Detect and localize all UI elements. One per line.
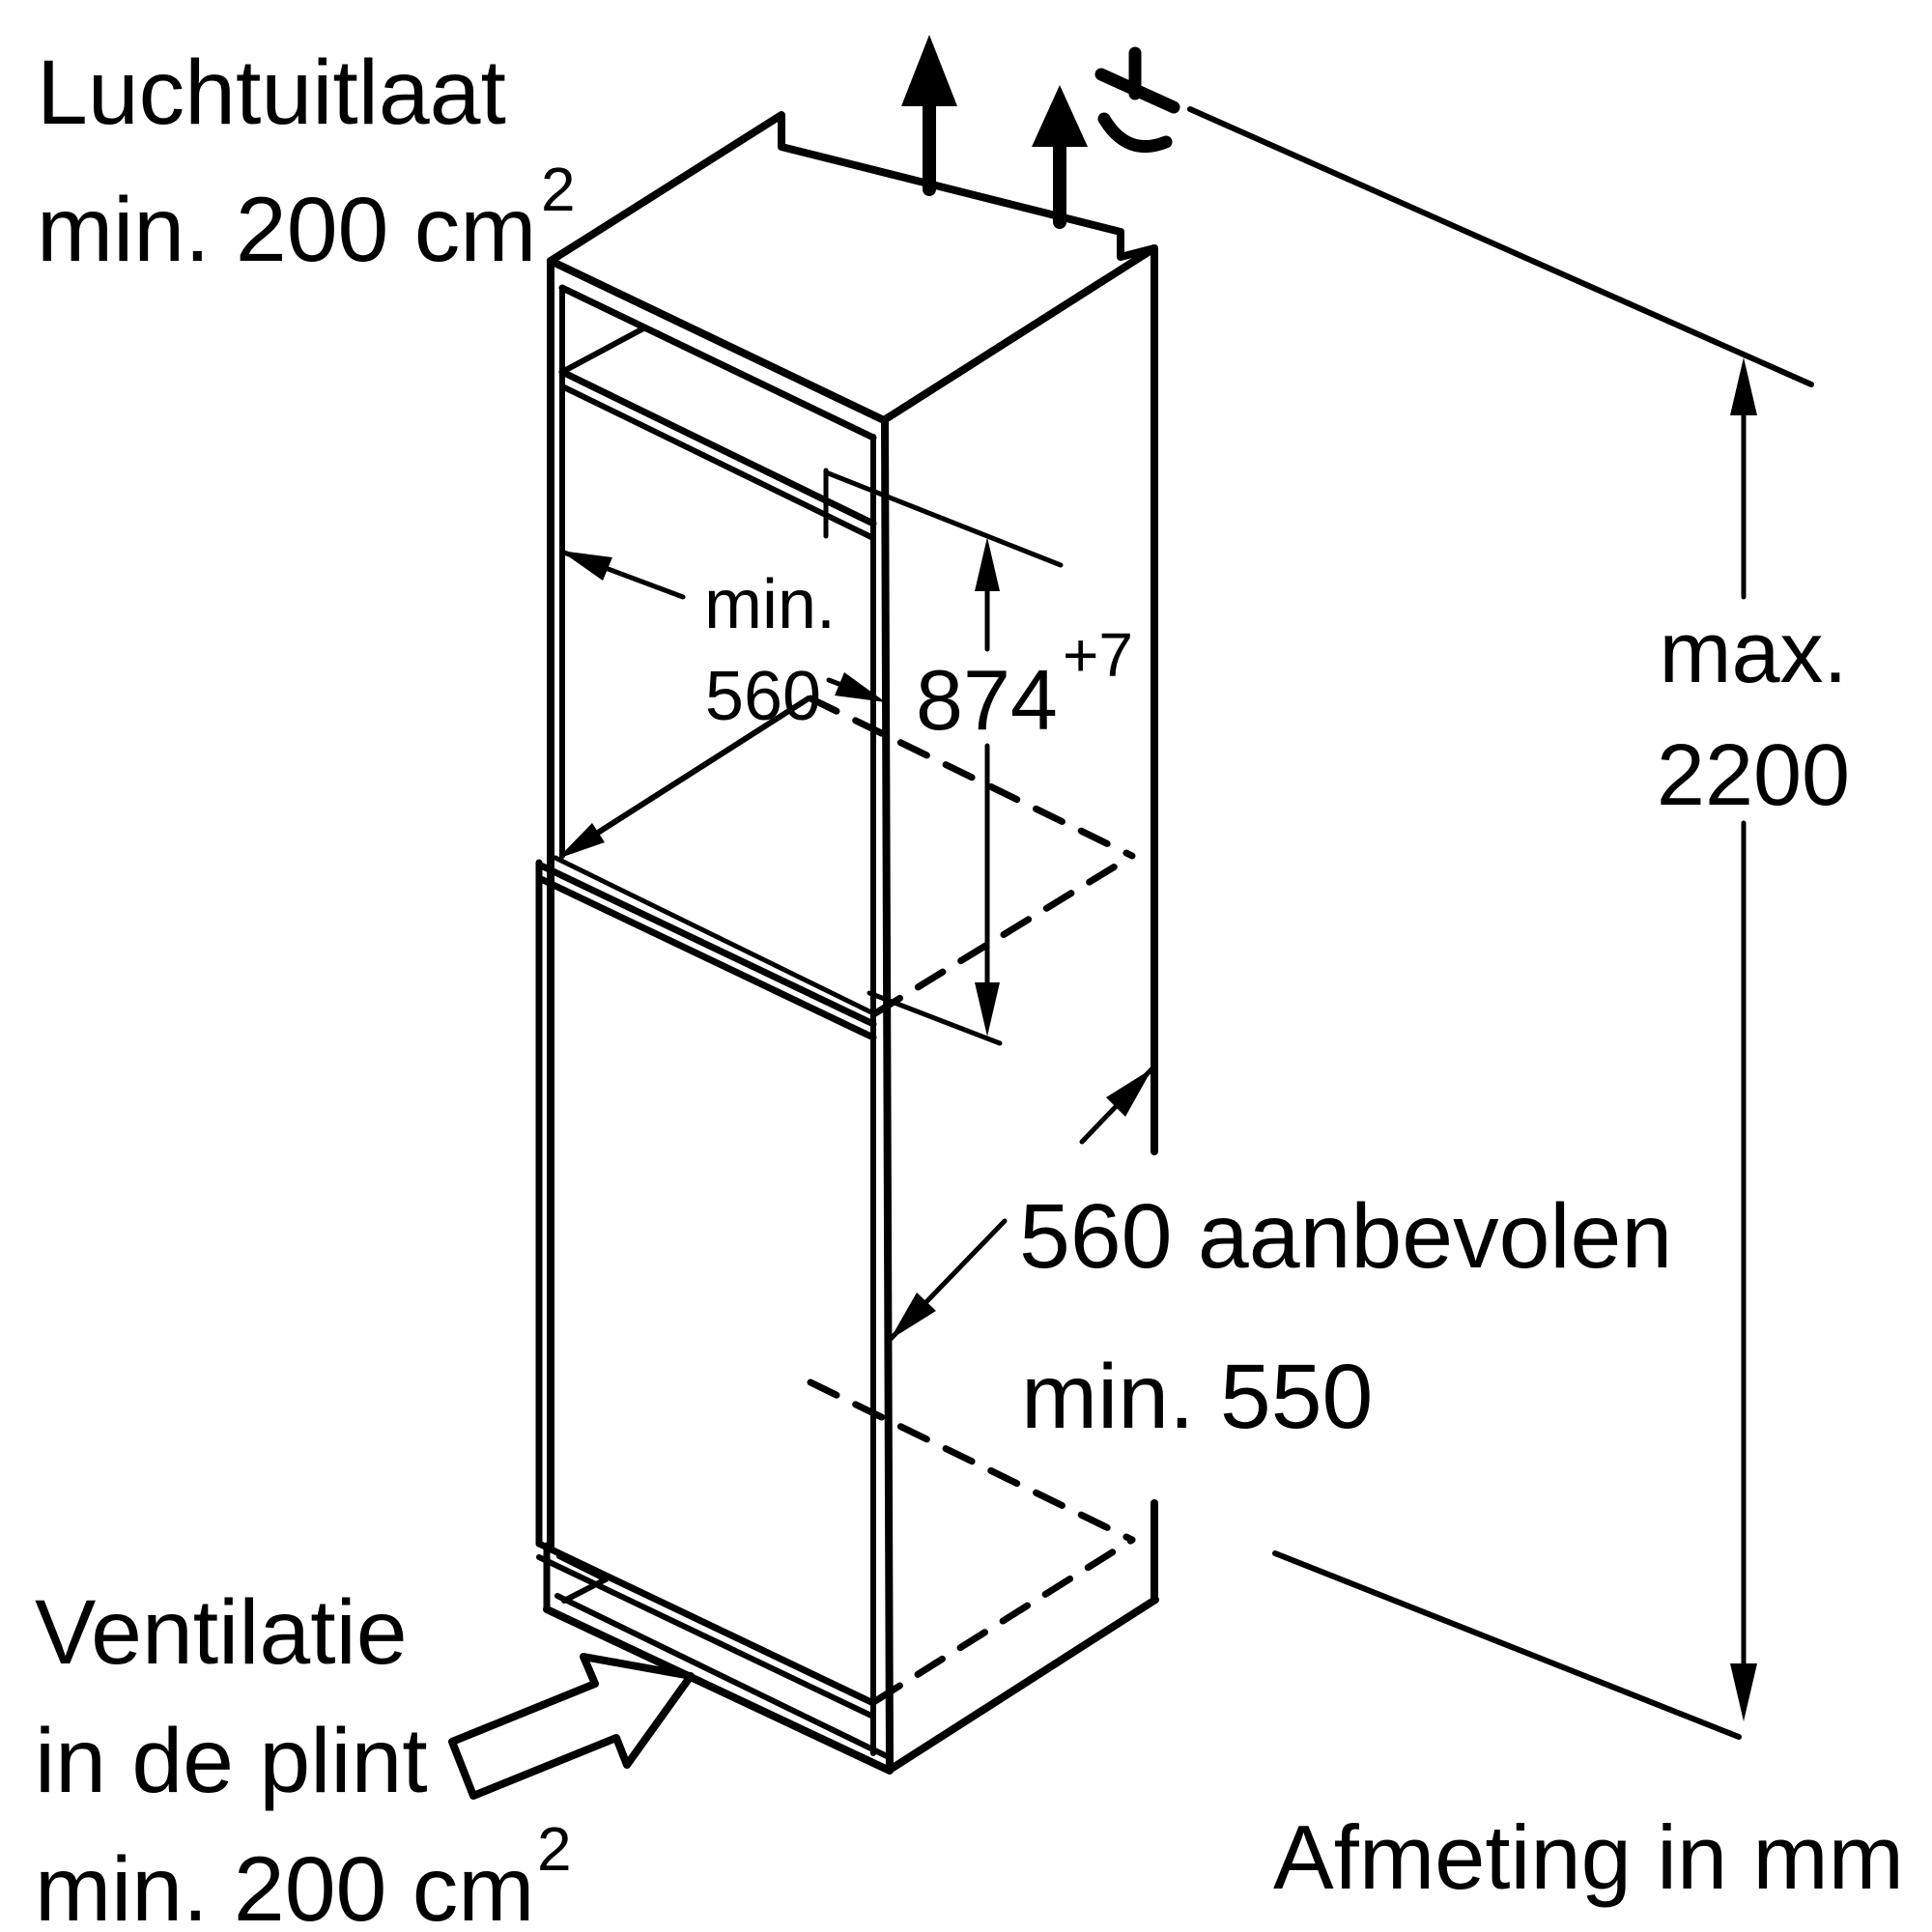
plinth-vent-label: Ventilatie in de plint min. 200 cm 2 — [35, 1581, 572, 1932]
door-top-edge — [535, 861, 877, 1028]
niche-height-value: 874 — [916, 652, 1058, 748]
cabinet-frontright-outer-edge — [881, 418, 894, 1772]
airflow-up-arrow-icon-left — [901, 35, 957, 196]
niche-width-right-arrowhead — [835, 672, 886, 702]
plinth-recess-left-wall-b — [561, 1577, 609, 1604]
dimension-depth: 560 aanbevolen min. 550 — [887, 1065, 1672, 1448]
niche-height-up-arrowhead — [975, 537, 1000, 591]
niche-width-left-arrowhead — [560, 551, 612, 581]
air-outlet-label: Luchtuitlaat min. 200 cm 2 — [37, 42, 576, 281]
plinth-airflow-arrow-icon — [448, 1653, 695, 1800]
dimension-max-height: max. 2200 — [1657, 357, 1850, 1721]
cabinet-side-bottom-edge — [886, 1596, 1159, 1774]
niche-floor-edge-arrowhead — [557, 823, 605, 859]
cabinet-front-top-edge — [547, 257, 888, 424]
cabinet-top-face — [547, 111, 1158, 265]
ceiling-reference-line — [1187, 106, 1814, 387]
plinth-inner-bottom-edge — [554, 1593, 892, 1760]
niche-floor-back-edge-dashed — [807, 695, 1136, 860]
hidden-edges — [807, 695, 1136, 1705]
niche-floor-front-edge — [553, 855, 876, 1016]
max-height-label-line2: 2200 — [1657, 727, 1850, 824]
dimension-niche-width: min. 560 — [560, 550, 886, 735]
depth-label-line2: min. 550 — [1021, 1346, 1373, 1448]
niche-height-down-arrowhead — [975, 982, 1000, 1037]
depth-back-arrowhead — [1106, 1068, 1152, 1117]
plinth-vent-line3: min. 200 cm — [35, 1838, 534, 1932]
plinth-vent-line2: in de plint — [35, 1710, 428, 1812]
niche-height-tolerance: +7 — [1063, 620, 1133, 690]
niche-width-label-line1: min. — [704, 566, 836, 643]
top-vent-slot-left-wall — [559, 325, 648, 375]
top-vent-slot-bottom-edge2 — [559, 384, 876, 541]
top-vent-band-inner-edge — [558, 284, 877, 441]
base-floor-back-edge-dashed — [807, 1378, 1136, 1544]
max-height-down-arrowhead — [1730, 1663, 1757, 1721]
cabinet-carcass — [547, 111, 1159, 1774]
base-floor-right-edge-dashed — [871, 1536, 1136, 1705]
niche-floor-extension-line — [867, 990, 1003, 1046]
niche-ceiling-extension-line — [823, 469, 1064, 568]
max-height-label-line1: max. — [1659, 605, 1847, 701]
niche-floor-left-edge — [577, 696, 811, 847]
cut-symbol-icon — [1094, 46, 1180, 154]
plinth-vent-superscript: 2 — [537, 1814, 572, 1884]
air-outlet-superscript: 2 — [541, 155, 576, 224]
units-note: Afmeting in mm — [1273, 1806, 1904, 1908]
depth-front-arrowhead — [890, 1293, 936, 1340]
cabinet-side-top-edge — [880, 244, 1158, 424]
plinth-recess-left-wall-a — [556, 1553, 609, 1582]
plinth-outer-bottom-edge — [543, 1605, 894, 1775]
door-top-edge-inner — [535, 874, 877, 1041]
depth-label-line1: 560 aanbevolen — [1019, 1185, 1672, 1288]
door-bottom-edge — [535, 1540, 877, 1707]
niche-width-label-line2: 560 — [705, 658, 821, 735]
plinth-vent-line1: Ventilatie — [35, 1581, 408, 1684]
dimension-niche-height: 874 +7 — [823, 468, 1133, 1046]
appliance-door — [535, 859, 877, 1719]
air-outlet-line1: Luchtuitlaat — [37, 42, 506, 144]
top-vent-slot-bottom-edge — [558, 368, 877, 527]
plinth — [543, 1542, 894, 1775]
niche-floor-right-edge-dashed — [871, 852, 1136, 1017]
airflow-up-arrow-icon-right — [1032, 85, 1088, 229]
air-outlet-line2: min. 200 cm — [37, 179, 536, 281]
max-height-up-arrowhead — [1730, 357, 1757, 415]
floor-reference-line — [1272, 1550, 1742, 1740]
